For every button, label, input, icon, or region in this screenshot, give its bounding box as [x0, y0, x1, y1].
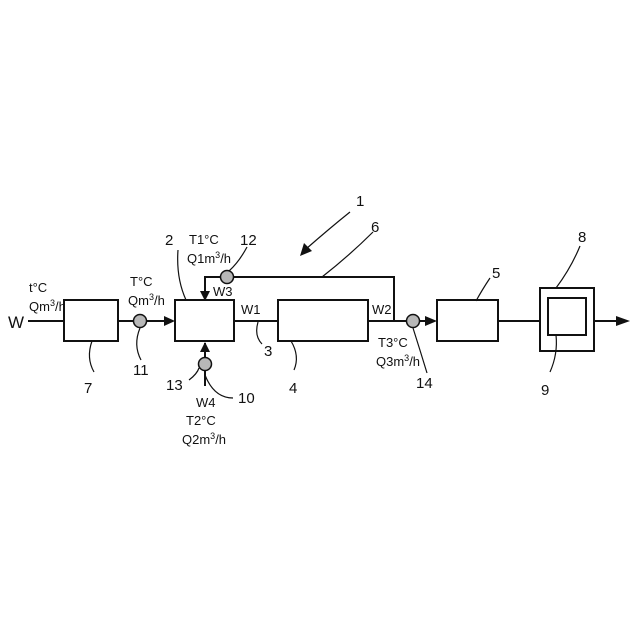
unit-9-inner-box	[548, 298, 586, 335]
sensor-13-icon	[199, 358, 212, 371]
unit-5-box	[437, 300, 498, 341]
ref-12: 12	[240, 232, 257, 249]
leader-13	[189, 368, 199, 380]
leader-4	[291, 341, 296, 370]
unit-4-box	[278, 300, 368, 341]
ref-13: 13	[166, 377, 183, 394]
stream-w4-label: W4	[196, 395, 216, 410]
side-feed-flow-label: Q2m3/h	[182, 431, 226, 447]
sensor-11-icon	[134, 315, 147, 328]
ref-3: 3	[264, 343, 272, 360]
stream-w1-label: W1	[241, 302, 261, 317]
ref-7: 7	[84, 380, 92, 397]
unit-7-box	[64, 300, 118, 341]
leader-1	[306, 212, 350, 249]
outlet-flow-label: Q3m3/h	[376, 353, 420, 369]
sensor-14-icon	[407, 315, 420, 328]
stream-w2-label: W2	[372, 302, 392, 317]
outlet-temp-label: T3°C	[378, 335, 408, 350]
ref-4: 4	[289, 380, 297, 397]
outlet-arrow-icon	[616, 316, 630, 326]
unit-2-box	[175, 300, 234, 341]
ref-14: 14	[416, 375, 433, 392]
leader-11	[137, 328, 141, 360]
ref-11: 11	[133, 362, 149, 379]
ref-10: 10	[238, 390, 255, 407]
ref-1: 1	[356, 193, 364, 210]
ref-5: 5	[492, 265, 500, 282]
recirc-temp-label: T1°C	[189, 232, 219, 247]
leader-5	[476, 278, 490, 301]
leader-6	[322, 232, 373, 277]
recirc-flow-label: Q1m3/h	[187, 250, 231, 266]
side-feed-temp-label: T2°C	[186, 413, 216, 428]
leader-3	[257, 322, 262, 344]
leader-7	[89, 341, 94, 372]
input-stream-label: W	[8, 313, 24, 332]
ref-6: 6	[371, 219, 379, 236]
ref-9: 9	[541, 382, 549, 399]
inlet-temp-label: t°C	[29, 280, 47, 295]
after-unit-7-temp-label: T°C	[130, 274, 153, 289]
after-unit-7-flow-label: Qm3/h	[128, 292, 165, 308]
sensor-12-icon	[221, 271, 234, 284]
arrow-side-feed-icon	[200, 342, 210, 352]
ref-2: 2	[165, 232, 173, 249]
leader-12	[229, 247, 247, 271]
arrow-into-unit-2-icon	[164, 316, 175, 326]
arrow-into-unit-5-icon	[425, 316, 437, 326]
stream-w3-label: W3	[213, 284, 233, 299]
ref-8: 8	[578, 229, 586, 246]
inlet-flow-label: Qm3/h	[29, 298, 66, 314]
leader-8	[556, 246, 580, 288]
leader-2	[178, 250, 186, 300]
